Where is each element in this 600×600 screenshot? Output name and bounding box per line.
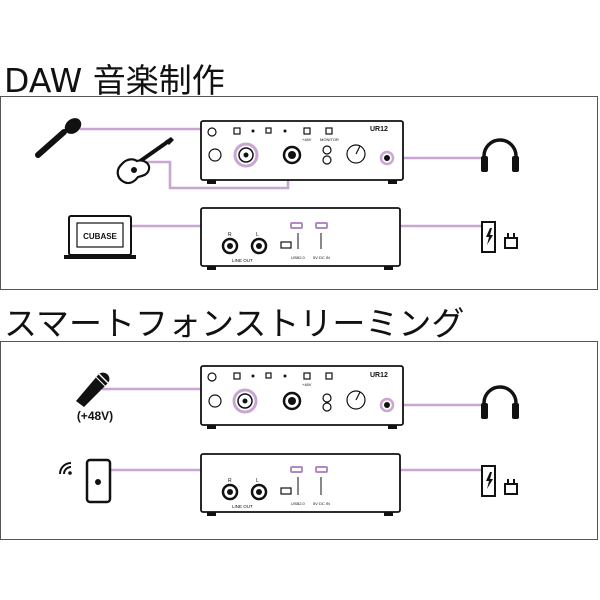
dc-in-label-streaming: 5V DC IN bbox=[313, 501, 330, 506]
interface-back-panel-daw: R L LINE OUT USB2.0 5V DC IN bbox=[200, 207, 401, 270]
headphones-icon bbox=[481, 138, 519, 172]
laptop-icon: CUBASE bbox=[64, 215, 136, 259]
left-out-label-streaming: L bbox=[256, 478, 259, 484]
streaming-section-frame bbox=[0, 341, 598, 540]
right-out-label: R bbox=[228, 232, 232, 238]
phantom-label-streaming: +48V bbox=[302, 382, 312, 387]
streaming-section-title: スマートフォンストリーミング bbox=[4, 304, 465, 343]
left-out-label: L bbox=[256, 232, 259, 238]
daw-section-title: DAW 音楽制作 bbox=[4, 61, 225, 100]
daw-section-frame bbox=[0, 96, 598, 290]
model-label: UR12 bbox=[370, 126, 388, 133]
line-out-label: LINE OUT bbox=[232, 258, 253, 263]
right-out-label-streaming: R bbox=[228, 478, 232, 484]
usb-port-label: USB2.0 bbox=[291, 255, 306, 260]
smartphone-icon bbox=[85, 458, 112, 504]
headphones-icon-streaming bbox=[481, 385, 519, 419]
line-out-label-streaming: LINE OUT bbox=[232, 504, 253, 509]
interface-front-panel-daw: UR12 +48V MONITOR bbox=[200, 120, 404, 184]
model-label-streaming: UR12 bbox=[370, 372, 388, 379]
usb-port-label-streaming: USB2.0 bbox=[291, 501, 306, 506]
power-bank-icon-streaming bbox=[481, 465, 518, 497]
monitor-label: MONITOR bbox=[320, 137, 339, 142]
interface-front-panel-streaming: UR12 +48V bbox=[200, 365, 404, 429]
dc-in-label: 5V DC IN bbox=[313, 255, 330, 260]
microphone-icon bbox=[35, 118, 82, 158]
phantom-label: +48V bbox=[302, 137, 312, 142]
wireless-icon bbox=[59, 462, 72, 475]
phantom-power-note: (+48V) bbox=[77, 409, 113, 423]
interface-back-panel-streaming: R L LINE OUT USB2.0 5V DC IN bbox=[200, 453, 401, 516]
cubase-label: CUBASE bbox=[83, 232, 117, 241]
power-bank-icon bbox=[481, 221, 518, 253]
acoustic-guitar-icon bbox=[116, 137, 174, 185]
condenser-microphone-icon bbox=[76, 372, 110, 407]
